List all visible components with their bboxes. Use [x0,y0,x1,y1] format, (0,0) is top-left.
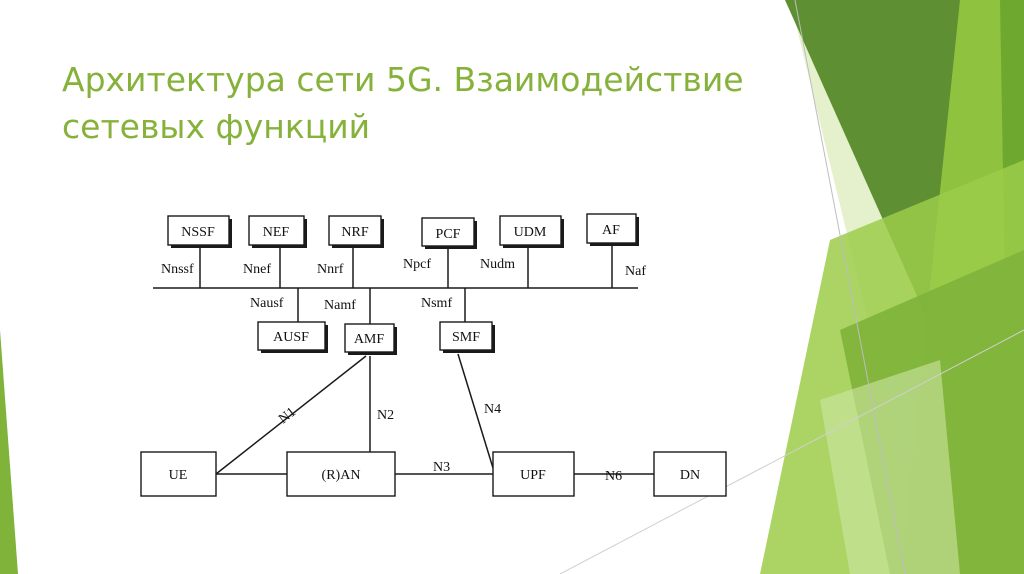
nssf-node: NSSF [167,215,232,248]
amf-node: AMF [344,323,397,355]
smf-label: SMF [452,330,480,345]
namf-label: Namf [324,298,356,313]
n4-link [457,353,494,469]
nnrf-label: Nnrf [317,262,344,277]
upf-node: UPF [492,451,575,497]
ue-node: UE [140,451,217,497]
udm-label: UDM [514,225,547,240]
n2-label: N2 [377,408,394,423]
udm-node: UDM [499,215,564,248]
npcf-label: Npcf [403,257,431,272]
pcf-node: PCF [421,217,477,249]
nausf-label: Nausf [250,296,284,311]
dn-label: DN [680,468,700,483]
slide-title: Архитектура сети 5G. Взаимодействие сете… [62,56,782,150]
nudm-label: Nudm [480,257,515,272]
nrf-node: NRF [328,215,384,248]
nssf-label: NSSF [181,225,215,240]
ue-label: UE [169,468,188,483]
decor-thin-line-2 [559,329,1024,574]
decor-thin-line-1 [794,0,906,574]
naf-label: Naf [625,264,646,279]
dn-node: DN [653,451,727,497]
pcf-label: PCF [436,227,461,242]
nnef-label: Nnef [243,262,271,277]
nsmf-label: Nsmf [421,296,452,311]
n3-label: N3 [433,460,450,475]
smf-node: SMF [439,321,495,353]
af-node: AF [586,213,639,246]
n4-label: N4 [484,402,501,417]
n1-link [215,355,367,475]
af-label: AF [602,223,620,238]
n6-label: N6 [605,469,622,484]
decor-left-strip [0,330,18,574]
nef-node: NEF [248,215,307,248]
slide-title-line-2: сетевых функций [62,107,371,146]
nef-label: NEF [263,225,290,240]
amf-label: AMF [354,332,385,347]
nrf-label: NRF [341,225,368,240]
slide-title-line-1: Архитектура сети 5G. Взаимодействие [62,60,744,99]
decor-tri-7 [820,360,960,574]
ran-label: (R)AN [322,468,361,483]
nnssf-label: Nnssf [161,262,194,277]
upf-label: UPF [520,468,546,483]
ausf-label: AUSF [273,330,309,345]
ran-node: (R)AN [286,451,396,497]
ausf-node: AUSF [257,321,328,353]
